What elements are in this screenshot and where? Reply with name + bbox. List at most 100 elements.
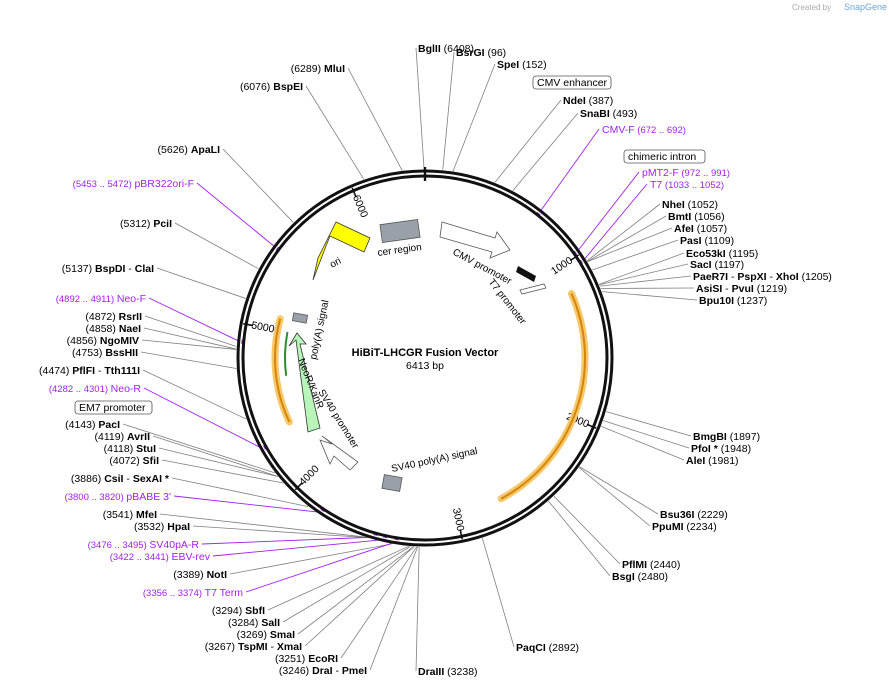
site-left-5: (4872) RsrII [85,311,142,323]
site-right-17: Bsu36I (2229) [660,509,728,521]
tick-6000 [351,187,357,198]
primer-0: CMV-F (672 .. 692) [602,124,686,136]
cer-region-box [379,218,421,244]
cer-region-label: cer region [377,242,423,259]
lhcgr-orf-highlight [497,290,589,503]
tick-label-1000: 1000 [549,254,575,277]
t7-promoter-mark [516,266,536,282]
plasmid-size: 6413 bp [406,360,444,372]
primer-4: (4892 .. 4911) Neo-F [56,293,146,305]
primer-9: (3356 .. 3374) T7 Term [143,587,243,599]
primer-6: (3800 .. 3820) pBABE 3' [65,491,171,503]
site-left-2: (5626) ApaLI [158,144,221,156]
tick-1000 [569,254,580,262]
site-right-18: PpuMI (2234) [652,521,717,533]
site-right-19: PflMI (2440) [622,559,680,571]
primer-1: pMT2-F (972 .. 991) [642,167,730,179]
site-right-16: AleI (1981) [686,455,739,467]
polya-box [291,312,309,324]
features [288,218,547,492]
cmv-enhancer-label: CMV enhancer [537,77,608,89]
sv40-polya-label: SV40 poly(A) signal [390,446,478,475]
orf-arcs [271,290,589,503]
site-left-15: (3541) MfeI [103,509,157,521]
site-left-18: (3294) SbfI [212,605,265,617]
hibit-orf-arc [274,318,291,423]
neo-inner-arc [284,331,289,376]
credit-prefix: Created by [792,3,831,12]
tick-5000 [243,322,254,327]
chimeric-intron-box: chimeric intron [623,149,706,164]
neor-kanr-arrow [288,332,321,433]
site-left-13: (4072) SfiI [109,455,159,467]
site-left-8: (4753) BssHII [72,347,138,359]
site-right-7: AfeI (1057) [674,223,727,235]
em7-promoter-box: EM7 promoter [74,400,153,415]
tick-label-4000: 4000 [297,463,322,488]
site-right-10: SacI (1197) [690,259,744,271]
site-right-6: BmtI (1056) [668,211,725,223]
sv40-promoter-arrow [319,435,359,471]
site-right-5: NheI (1052) [662,199,718,211]
cmv-promoter-arrow [439,221,511,259]
site-left-6: (4858) NaeI [86,323,142,335]
primer-2: T7 (1033 .. 1052) [650,179,724,191]
credit-brand: SnapGene [844,2,887,12]
t7-promoter-arrow [519,283,547,295]
chimeric-intron-label: chimeric intron [628,151,696,163]
site-right-0: BglII (6408) [418,43,474,55]
site-right-9: Eco53kI (1195) [686,248,758,260]
primer-7: (3476 .. 3495) SV40pA-R [88,539,200,551]
site-right-2: SpeI (152) [497,59,547,71]
primer-3: (5453 .. 5472) pBR322ori-F [73,178,194,190]
tick-label-3000: 3000 [450,507,466,532]
site-left-22: (3251) EcoRI [275,653,338,665]
site-right-8: PasI (1109) [680,235,734,247]
site-left-3: (5312) PciI [120,218,172,230]
site-right-12: AsiSI - PvuI (1219) [696,283,787,295]
site-labels: BglII (6408)BsrGI (96)SpeI (152) NdeI (38… [39,43,832,678]
site-left-1: (6076) BspEI [240,81,303,93]
site-right-13: Bpu10I (1237) [699,295,767,307]
tick-label-5000: 5000 [250,319,275,335]
ori-label: ori [328,256,343,271]
site-right-14: BmgBI (1897) [693,431,760,443]
tick-3000 [459,529,463,540]
ori-arrow [312,221,371,281]
site-left-23: (3246) DraI - PmeI [279,665,367,677]
site-leader-lines [122,47,698,672]
primer-leader-lines [143,128,648,593]
site-left-10: (4143) PacI [65,419,120,431]
site-left-7: (4856) NgoMIV [67,335,139,347]
site-left-17: (3389) NotI [173,569,227,581]
primer-5: (4282 .. 4301) Neo-R [49,383,142,395]
site-right-11: PaeR7I - PspXI - XhoI (1205) [693,271,832,283]
sv40-polya-box [381,474,403,492]
cmv-promoter-label: CMV promoter [451,247,514,288]
site-left-20: (3269) SmaI [237,629,295,641]
tick-label-6000: 6000 [350,193,370,219]
site-right-20: BsgI (2480) [612,571,668,583]
site-left-16: (3532) HpaI [134,521,190,533]
em7-promoter-label: EM7 promoter [79,402,146,414]
site-right-1: BsrGI (96) [456,47,506,59]
site-left-19: (3284) SalI [228,617,280,629]
plasmid-name: HiBiT-LHCGR Fusion Vector [352,347,499,359]
site-right-4: SnaBI (493) [580,108,637,120]
site-left-9: (4474) PflFI - Tth111I [39,365,140,377]
site-left-4: (5137) BspDI - ClaI [62,263,154,275]
primer-8: (3422 .. 3441) EBV-rev [110,551,211,563]
site-right-3: NdeI (387) [563,95,613,107]
site-left-12: (4118) StuI [104,443,156,455]
tick-4000 [294,482,303,491]
site-left-0: (6289) MluI [291,63,345,75]
cmv-enhancer-box: CMV enhancer [532,75,612,90]
site-left-11: (4119) AvrII [95,431,151,443]
tick-2000 [586,423,597,429]
polya-label: poly(A) signal [308,299,331,361]
site-right-22: DraIII (3238) [418,666,478,678]
site-left-21: (3267) TspMI - XmaI [205,641,302,653]
lhcgr-orf-arc [500,293,586,500]
site-right-15: PfoI * (1948) [691,443,751,455]
